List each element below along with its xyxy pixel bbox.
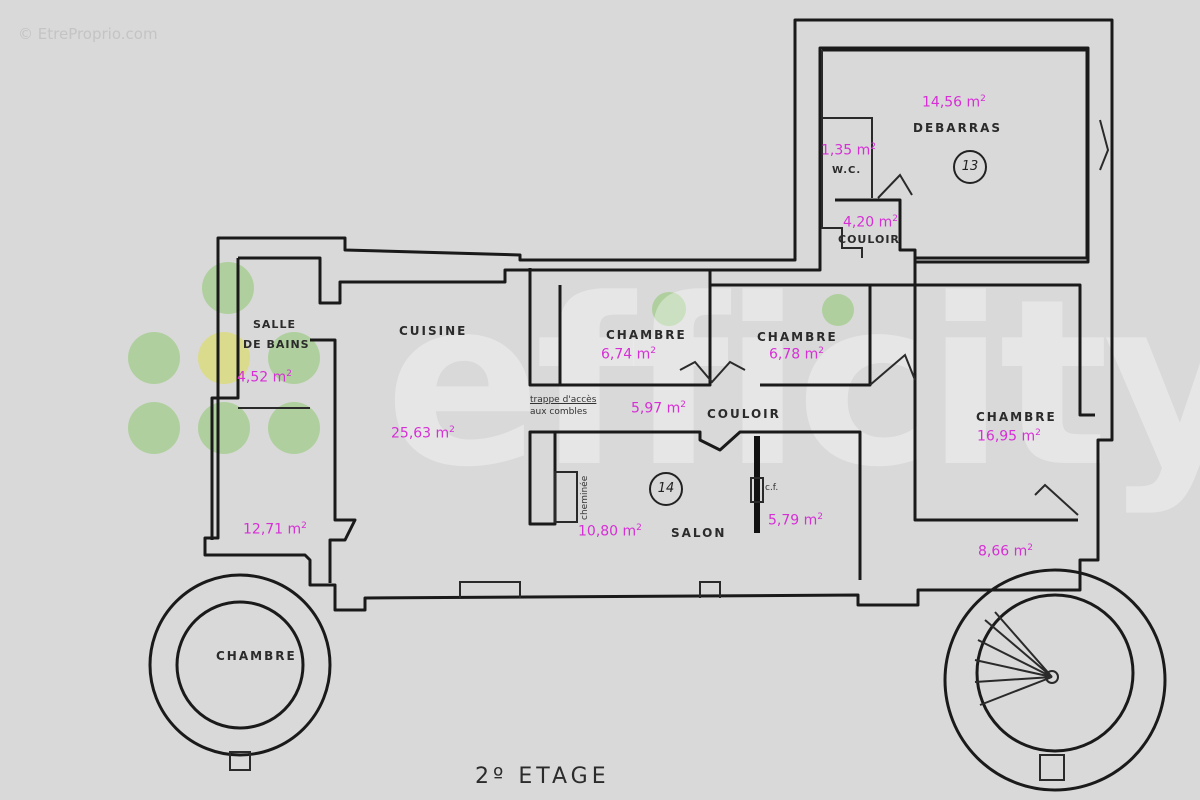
logo-dot — [198, 402, 250, 454]
room-name-chambre-2: CHAMBRE — [757, 330, 838, 344]
logo-dot — [128, 332, 180, 384]
cf-annotation: c.f. — [765, 483, 779, 493]
room-name-chambre-tower: CHAMBRE — [216, 649, 297, 663]
room-name-salle-de-bains-2: DE BAINS — [243, 338, 310, 351]
room-name-salle-de-bains-1: SALLE — [253, 318, 296, 331]
trappe-annotation-2: aux combles — [530, 407, 588, 417]
room-area-chambre-2: 6,78 m2 — [769, 346, 824, 363]
logo-dot — [822, 294, 854, 326]
room-area-chambre-1: 6,74 m2 — [601, 346, 656, 363]
room-area-couloir-mid: 5,97 m2 — [631, 400, 686, 417]
room-number-13: 13 — [953, 150, 987, 184]
cheminee-annotation: cheminée — [580, 475, 590, 520]
logo-dot — [198, 332, 250, 384]
logo-dot — [268, 402, 320, 454]
room-area-wc: 1,35 m2 — [821, 142, 876, 159]
room-area-couloir-top: 4,20 m2 — [843, 214, 898, 231]
room-name-chambre-1: CHAMBRE — [606, 328, 687, 342]
trappe-annotation-1: trappe d'accès — [530, 395, 597, 405]
room-number-14: 14 — [649, 472, 683, 506]
room-name-chambre-3: CHAMBRE — [976, 410, 1057, 424]
floor-title: 2º ETAGE — [475, 764, 610, 789]
logo-dot — [202, 262, 254, 314]
room-name-couloir-top: COULOIR — [838, 233, 900, 246]
room-area-debarras: 14,56 m2 — [922, 94, 986, 111]
room-area-hall-right: 8,66 m2 — [978, 543, 1033, 560]
logo-dot — [652, 292, 686, 326]
room-area-salon: 10,80 m2 — [578, 523, 642, 540]
watermark: © EtreProprio.com — [18, 25, 158, 43]
room-name-salon: SALON — [671, 526, 727, 540]
room-area-salle-de-bains: 4,52 m2 — [237, 369, 292, 386]
room-name-cuisine: CUISINE — [399, 324, 468, 338]
room-name-wc: W.C. — [832, 165, 862, 176]
room-area-salon-annex: 5,79 m2 — [768, 512, 823, 529]
room-area-passage-left: 12,71 m2 — [243, 521, 307, 538]
room-name-debarras: DEBARRAS — [913, 121, 1003, 135]
logo-dot — [128, 402, 180, 454]
room-area-cuisine: 25,63 m2 — [391, 425, 455, 442]
room-name-couloir-mid: COULOIR — [707, 407, 781, 421]
room-area-chambre-3: 16,95 m2 — [977, 428, 1041, 445]
